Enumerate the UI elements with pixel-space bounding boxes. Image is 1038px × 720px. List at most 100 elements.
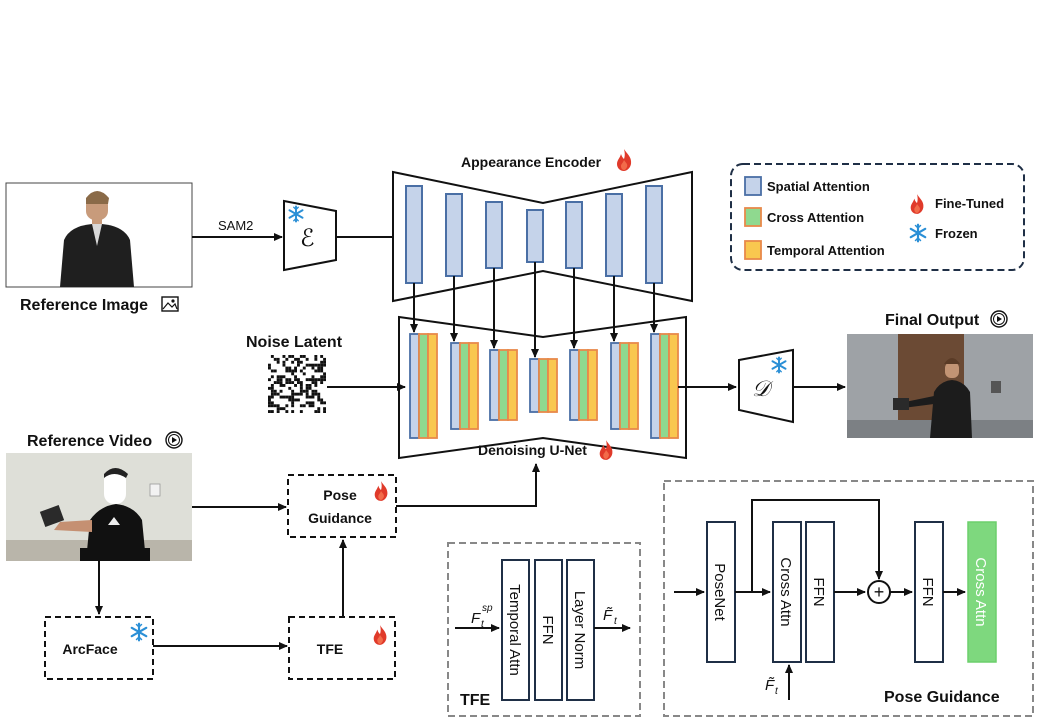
tfe-ffn-label: FFN bbox=[539, 615, 556, 644]
unet-block-group-1 bbox=[409, 333, 438, 439]
legend: Spatial Attention Cross Attention Tempor… bbox=[730, 163, 1025, 271]
unet-cross-layer bbox=[538, 358, 549, 413]
sam2-label: SAM2 bbox=[218, 218, 253, 233]
unet-temporal-layer bbox=[587, 349, 598, 421]
unet-block-group-4 bbox=[529, 358, 558, 413]
svg-text:F: F bbox=[471, 610, 481, 627]
encoder-spatial-block-5 bbox=[565, 201, 583, 269]
unet-spatial-layer bbox=[450, 342, 461, 430]
residual-skip-arrow bbox=[751, 499, 883, 592]
encoder-spatial-block-4 bbox=[526, 209, 544, 263]
unet-block-group-5 bbox=[569, 349, 598, 421]
unet-block-group-2 bbox=[450, 342, 479, 430]
pose-guidance-detail-title: Pose Guidance bbox=[884, 689, 1000, 706]
tfe-layer-norm-block bbox=[566, 559, 595, 701]
pose-guidance-detail-panel: Pose Guidance PoseNet Cross Attn FFN + F… bbox=[663, 480, 1034, 717]
unet-spatial-layer bbox=[569, 349, 580, 421]
unet-cross-layer bbox=[418, 333, 429, 439]
unet-cross-layer bbox=[498, 349, 509, 421]
tfe-detail-panel: TFE F t sp Temporal Attn FFN Layer Norm … bbox=[447, 542, 641, 717]
video-play-icon bbox=[165, 431, 183, 449]
posenet-block bbox=[706, 521, 736, 663]
encoder-spatial-block-3 bbox=[485, 201, 503, 269]
unet-cross-layer bbox=[459, 342, 470, 430]
unet-spatial-layer bbox=[650, 333, 661, 439]
pose-input-symbol: F̃ t bbox=[765, 677, 779, 697]
pose-ffn-label: FFN bbox=[810, 577, 827, 606]
video-play-icon bbox=[990, 310, 1008, 328]
posenet-label: PoseNet bbox=[711, 563, 728, 621]
add-node-symbol: + bbox=[874, 582, 885, 602]
tfe-temporal-attn-block bbox=[501, 559, 530, 701]
unet-temporal-layer bbox=[547, 358, 558, 413]
svg-text:F̃: F̃ bbox=[603, 607, 613, 624]
unet-block-group-7 bbox=[650, 333, 679, 439]
unet-spatial-layer bbox=[610, 342, 621, 430]
tfe-label: TFE bbox=[317, 641, 343, 657]
unet-temporal-layer bbox=[507, 349, 518, 421]
pose-cross-attn2-block bbox=[967, 521, 997, 663]
unet-temporal-layer bbox=[468, 342, 479, 430]
noise-latent-label: Noise Latent bbox=[246, 334, 343, 351]
unet-cross-layer bbox=[619, 342, 630, 430]
pose-cross-attn-block bbox=[772, 521, 802, 663]
appearance-encoder-label: Appearance Encoder bbox=[461, 154, 602, 170]
svg-text:t: t bbox=[614, 616, 618, 627]
legend-frozen-label: Frozen bbox=[935, 226, 978, 241]
legend-swatch-temporal bbox=[744, 240, 762, 260]
svg-text:sp: sp bbox=[482, 603, 493, 614]
pose-guidance-label-line2: Guidance bbox=[308, 510, 372, 526]
tfe-layer-norm-label: Layer Norm bbox=[571, 591, 588, 669]
legend-swatch-cross bbox=[744, 207, 762, 227]
svg-text:t: t bbox=[481, 619, 485, 630]
denoising-unet-blocks bbox=[409, 333, 679, 439]
tfe-input-symbol: F t sp bbox=[471, 603, 493, 630]
legend-fine-tuned-label: Fine-Tuned bbox=[935, 196, 1004, 211]
unet-spatial-layer bbox=[409, 333, 420, 439]
svg-text:F̃: F̃ bbox=[765, 677, 775, 694]
unet-spatial-layer bbox=[489, 349, 500, 421]
pose-ffn2-block bbox=[914, 521, 944, 663]
reference-video-label: Reference Video bbox=[27, 433, 152, 450]
tfe-detail-title: TFE bbox=[460, 692, 491, 709]
pose-guidance-block: Pose Guidance bbox=[287, 474, 397, 538]
unet-spatial-layer bbox=[529, 358, 540, 413]
pose-cross-attn-label: Cross Attn bbox=[777, 557, 794, 626]
pose-guidance-label-line1: Pose bbox=[323, 487, 357, 503]
unet-temporal-layer bbox=[427, 333, 438, 439]
unet-temporal-layer bbox=[668, 333, 679, 439]
tfe-block: TFE bbox=[288, 616, 396, 680]
reference-video-image bbox=[6, 453, 192, 561]
tfe-ffn-block bbox=[534, 559, 563, 701]
final-output-label: Final Output bbox=[885, 312, 980, 329]
pose-to-unet-arrow bbox=[396, 463, 540, 507]
unet-block-group-6 bbox=[610, 342, 639, 430]
reference-image bbox=[5, 182, 193, 288]
pose-cross-attn2-label: Cross Attn bbox=[972, 557, 989, 626]
pose-ffn-block bbox=[805, 521, 835, 663]
image-icon bbox=[161, 296, 179, 312]
encoder-spatial-block-1 bbox=[405, 185, 423, 284]
arcface-block: ArcFace bbox=[44, 616, 154, 680]
denoising-unet-label: Denoising U-Net bbox=[478, 442, 587, 458]
decoder-symbol: 𝒟 bbox=[752, 376, 774, 401]
encoder-spatial-block-7 bbox=[645, 185, 663, 284]
vae-decoder: 𝒟 bbox=[738, 348, 794, 424]
encoder-spatial-block-2 bbox=[445, 193, 463, 277]
appearance-to-unet-arrows bbox=[410, 262, 658, 358]
vae-encoder: ℰ bbox=[283, 199, 337, 272]
reference-person-figure bbox=[60, 191, 134, 287]
reference-image-label: Reference Image bbox=[20, 297, 148, 314]
flame-icon bbox=[617, 149, 632, 171]
legend-spatial-label: Spatial Attention bbox=[767, 179, 870, 194]
tfe-temporal-attn-label: Temporal Attn bbox=[506, 584, 523, 676]
unet-temporal-layer bbox=[628, 342, 639, 430]
unet-cross-layer bbox=[578, 349, 589, 421]
encoder-symbol: ℰ bbox=[300, 225, 315, 252]
svg-text:t: t bbox=[775, 686, 779, 697]
encoder-spatial-block-6 bbox=[605, 193, 623, 277]
unet-cross-layer bbox=[659, 333, 670, 439]
legend-swatch-spatial bbox=[744, 176, 762, 196]
arcface-label: ArcFace bbox=[62, 641, 117, 657]
